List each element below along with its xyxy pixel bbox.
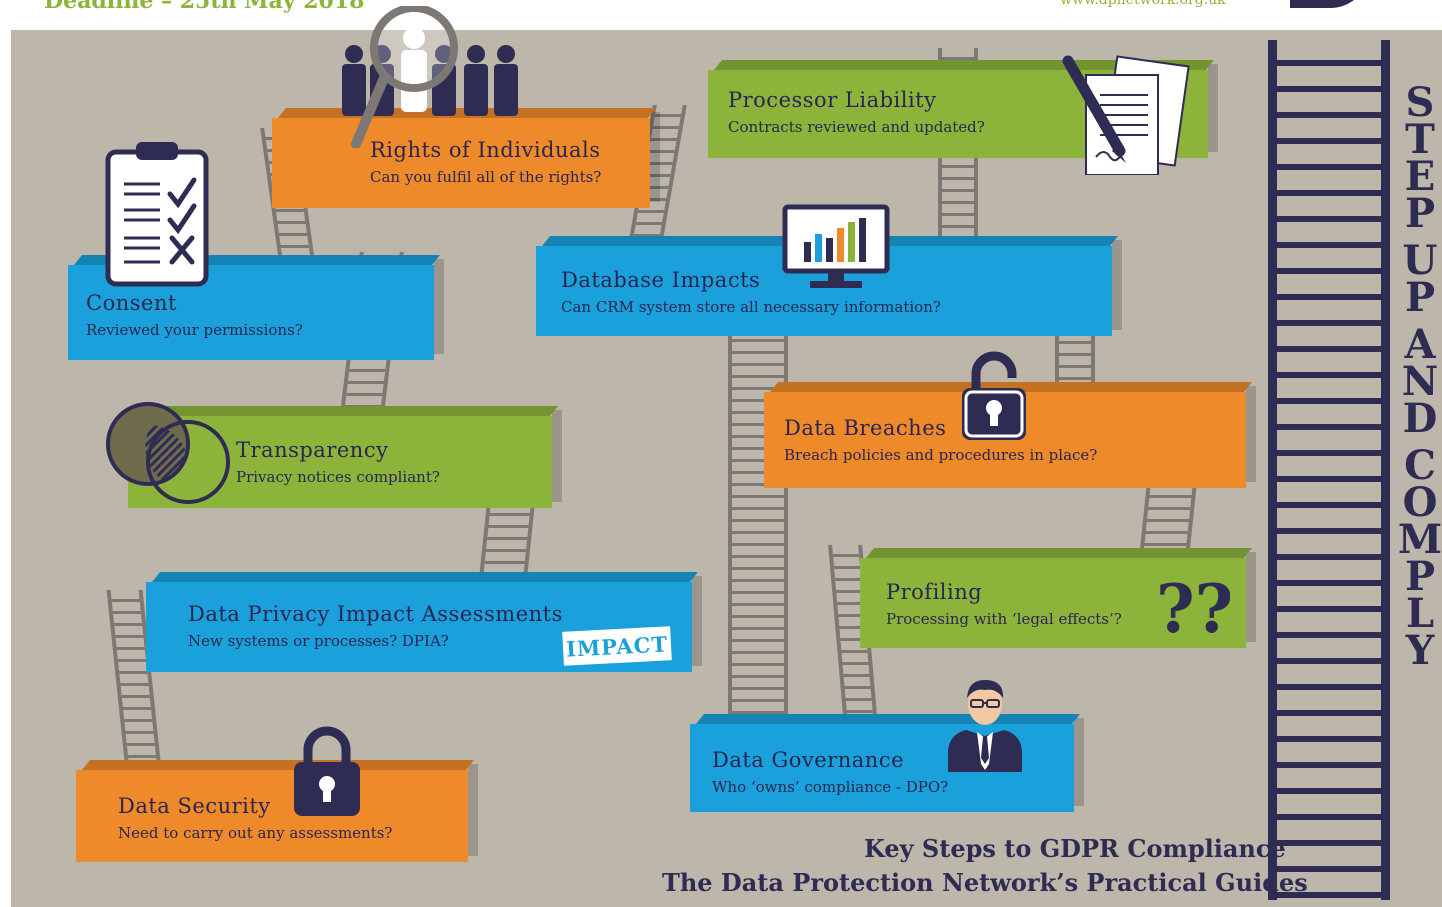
step-data-security: Data Security Need to carry out any asse…: [76, 764, 478, 862]
step-rights-of-individuals: Rights of Individuals Can you fulfil all…: [272, 112, 660, 208]
step-title: Data Privacy Impact Assessments: [188, 602, 563, 626]
step-title: Transparency: [236, 438, 389, 462]
businessman-icon: [948, 680, 1022, 772]
step-title: Rights of Individuals: [370, 138, 601, 162]
monitor-bar-chart-icon: [782, 204, 890, 288]
title-letter: M: [1397, 516, 1442, 563]
title-letter: P: [1404, 553, 1436, 600]
title-letter: U: [1402, 237, 1438, 284]
step-title: Consent: [86, 291, 177, 315]
ladder-database-governance: [728, 318, 788, 728]
step-subtitle: Processing with ‘legal effects’?: [886, 610, 1122, 628]
step-transparency: Transparency Privacy notices compliant?: [128, 410, 562, 508]
step-subtitle: Who ‘owns’ compliance - DPO?: [712, 778, 949, 796]
venn-circles-icon: [106, 402, 230, 504]
step-title: Data Security: [118, 794, 271, 818]
step-up-ladder: [1268, 40, 1390, 900]
title-letter: P: [1404, 274, 1436, 321]
step-title: Data Governance: [712, 748, 904, 772]
step-subtitle: Breach policies and procedures in place?: [784, 446, 1098, 464]
step-title: Database Impacts: [561, 268, 761, 292]
contract-pen-icon: [1062, 55, 1190, 175]
footer-title: Key Steps to GDPR Compliance: [864, 834, 1286, 863]
step-subtitle: Privacy notices compliant?: [236, 468, 440, 486]
title-letter: D: [1402, 395, 1438, 442]
step-database-impacts: Database Impacts Can CRM system store al…: [536, 240, 1122, 336]
top-bar: Deadline – 25th May 2018 www.dpnetwork.o…: [0, 0, 1442, 30]
title-letter: Y: [1405, 627, 1435, 674]
padlock-icon: [294, 726, 360, 816]
dpn-logo: [1290, 0, 1370, 8]
website-link[interactable]: www.dpnetwork.org.uk: [1060, 0, 1226, 8]
people-magnifier-icon: [342, 6, 518, 148]
title-letter: C: [1404, 442, 1436, 489]
step-profiling: Profiling Processing with ‘legal effects…: [860, 552, 1256, 648]
step-subtitle: Need to carry out any assessments?: [118, 824, 393, 842]
title-letter: N: [1401, 358, 1439, 405]
step-title: Profiling: [886, 580, 983, 604]
step-subtitle: Can you fulfil all of the rights?: [370, 168, 602, 186]
step-up-and-comply-title: S T E P U P A N D C O M P L Y: [1397, 79, 1442, 674]
impact-badge-text: IMPACT: [565, 630, 669, 662]
footer-subtitle: The Data Protection Network’s Practical …: [662, 868, 1308, 897]
impact-badge: IMPACT: [562, 626, 672, 666]
step-title: Processor Liability: [728, 88, 937, 112]
title-letter: L: [1405, 590, 1435, 637]
title-letter: A: [1404, 321, 1436, 368]
step-subtitle: New systems or processes? DPIA?: [188, 632, 449, 650]
title-letter: E: [1404, 153, 1436, 200]
step-subtitle: Reviewed your permissions?: [86, 321, 303, 339]
step-subtitle: Can CRM system store all necessary infor…: [561, 298, 941, 316]
step-title: Data Breaches: [784, 416, 947, 440]
title-letter: O: [1402, 479, 1438, 526]
title-letter: S: [1405, 79, 1435, 126]
title-letter: P: [1404, 190, 1436, 237]
clipboard-checklist-icon: [105, 142, 209, 287]
question-marks-icon: ??: [1156, 578, 1230, 640]
title-letter: T: [1405, 116, 1435, 163]
deadline-text: Deadline – 25th May 2018: [44, 0, 365, 14]
svg-text:??: ??: [1156, 578, 1230, 640]
step-subtitle: Contracts reviewed and updated?: [728, 118, 985, 136]
open-padlock-icon: [962, 351, 1026, 440]
